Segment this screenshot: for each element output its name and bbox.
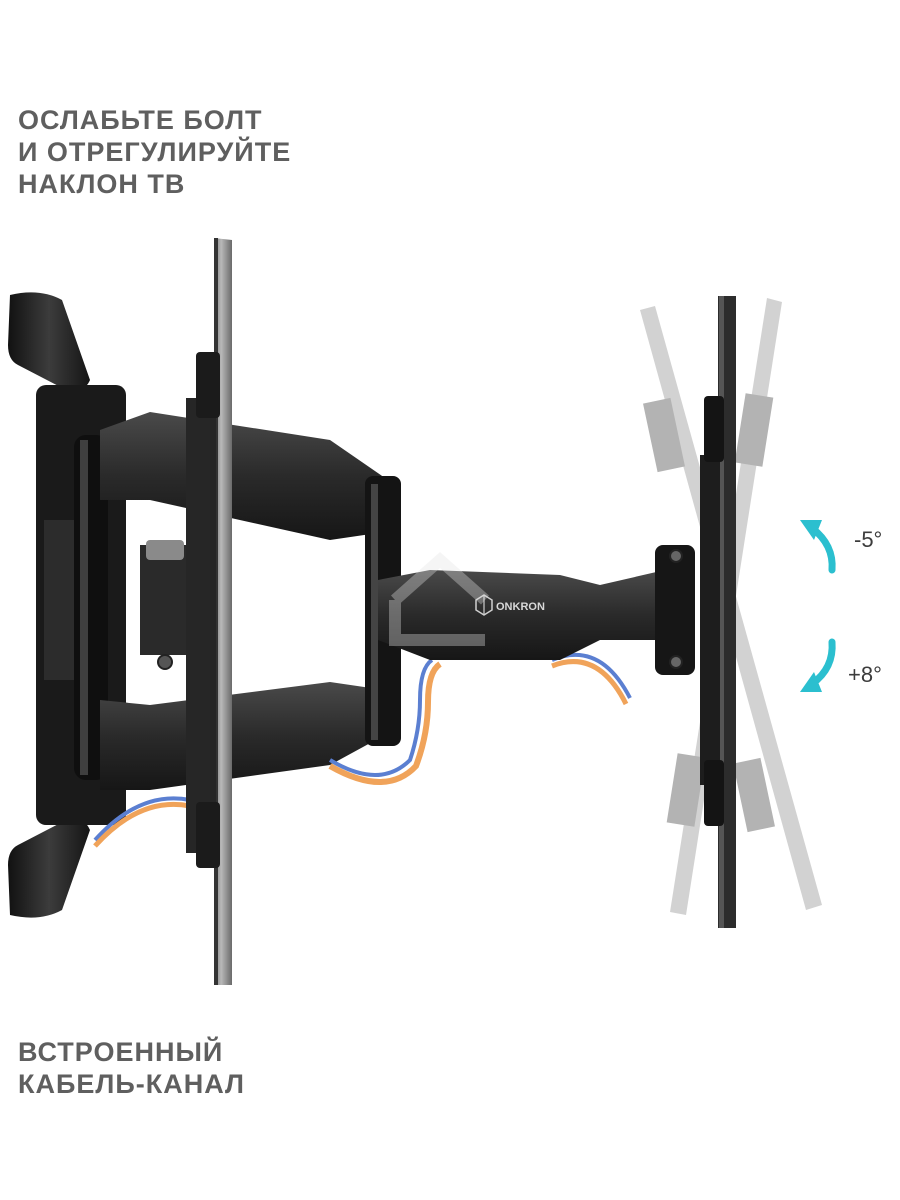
caption-line-1: ОСЛАБЬТЕ БОЛТ	[18, 105, 263, 135]
tv-screen-left	[214, 238, 232, 985]
upper-arm	[100, 412, 385, 540]
tilt-instruction-caption: ОСЛАБЬТЕ БОЛТ И ОТРЕГУЛИРУЙТЕ НАКЛОН ТВ	[18, 104, 291, 200]
cable-channel-caption: ВСТРОЕННЫЙ КАБЕЛЬ-КАНАЛ	[18, 1036, 245, 1100]
caption-line-2: И ОТРЕГУЛИРУЙТЕ	[18, 137, 292, 167]
watermark-logo	[389, 551, 489, 646]
onkron-logo-icon	[475, 594, 493, 616]
tilt-down-angle-label: +8°	[848, 662, 882, 687]
primary-arms	[100, 412, 385, 790]
tv-hook-top-left	[196, 352, 220, 418]
tilt-up-arrow-icon	[800, 520, 836, 574]
wall-plate-bottom-wing	[8, 818, 90, 918]
tv-panel-left	[186, 238, 232, 985]
tv-panel-right	[700, 296, 736, 928]
caption-line-3: НАКЛОН ТВ	[18, 169, 186, 199]
tilt-bolt	[157, 654, 173, 670]
wall-plate	[8, 292, 126, 918]
tv-hook-top-right	[704, 396, 724, 462]
tv-hook-bottom-left	[196, 802, 220, 868]
tilt-head-pivot	[655, 545, 695, 675]
brand-logo-text: ONKRON	[496, 601, 545, 613]
lower-arm	[100, 682, 385, 790]
forward-arm: ONKRON	[378, 545, 695, 675]
tv-bracket-rail-left	[186, 398, 216, 853]
tv-bracket-rail-right	[700, 455, 720, 785]
tv-hook-bottom-right	[704, 760, 724, 826]
caption-line-1: ВСТРОЕННЫЙ	[18, 1037, 224, 1067]
wall-plate-top-wing	[8, 292, 90, 392]
tilt-down-arrow-icon	[800, 638, 836, 692]
tilt-up-angle-label: -5°	[854, 527, 883, 552]
caption-line-2: КАБЕЛЬ-КАНАЛ	[18, 1069, 245, 1099]
